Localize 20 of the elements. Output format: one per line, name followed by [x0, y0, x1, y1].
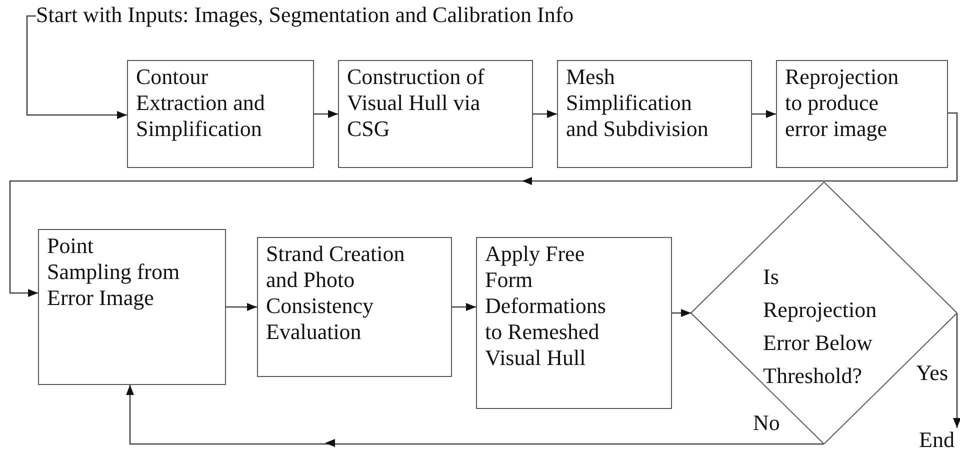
process-box: Strand Creation and Photo Consistency Evaluation [257, 237, 452, 377]
arrow [452, 303, 476, 311]
arrow [126, 385, 825, 447]
arrow [9, 112, 958, 297]
arrow [226, 303, 257, 311]
decision-text: Is Reprojection Error Below Threshold? [763, 263, 878, 390]
arrow [953, 313, 960, 428]
process-box: Mesh Simplification and Subdivision [557, 60, 752, 168]
end-label: End [919, 428, 954, 452]
start-label: Start with Inputs: Images, Segmentation and Calibration Info [36, 3, 574, 27]
process-box: Construction of Visual Hull via CSG [338, 60, 533, 168]
arrow [672, 309, 691, 317]
process-box: Point Sampling from Error Image [38, 229, 226, 385]
arrow [314, 110, 338, 118]
process-box: Contour Extraction and Simplification [127, 60, 314, 168]
arrow [752, 110, 776, 118]
process-box: Reprojection to produce error image [776, 60, 948, 168]
arrow [26, 15, 127, 119]
process-box: Apply Free Form Deformations to Remeshed Visual Hull [476, 237, 672, 409]
arrow [533, 110, 557, 118]
